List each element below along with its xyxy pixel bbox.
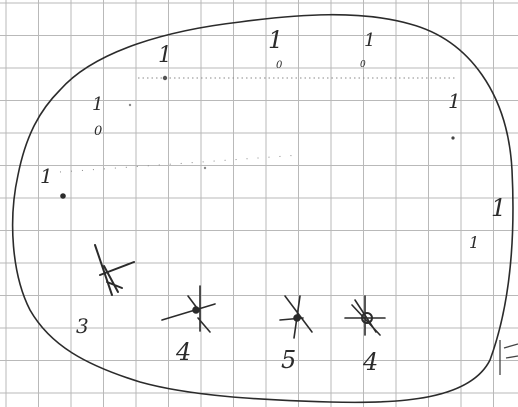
star-mark-2 bbox=[280, 296, 312, 338]
oval-outline bbox=[13, 15, 513, 403]
label-bottom-1: 4 bbox=[175, 338, 191, 366]
star-mark-3 bbox=[345, 296, 385, 335]
label-upper-right: 1 bbox=[448, 89, 461, 113]
label-upper-left: 1 bbox=[92, 94, 103, 115]
label-top-right-sub: 0 bbox=[360, 60, 366, 70]
label-top-left: 1 bbox=[158, 43, 172, 68]
label-top-right: 1 bbox=[364, 30, 375, 51]
dot bbox=[451, 136, 454, 139]
star-mark-left bbox=[95, 245, 134, 295]
label-upper-left-sub: 0 bbox=[94, 124, 102, 139]
label-bottom-2: 5 bbox=[281, 346, 296, 374]
dot bbox=[129, 104, 131, 106]
dotted-guide-mid bbox=[60, 155, 300, 172]
label-mid-left: 1 bbox=[40, 164, 53, 188]
label-bottom-left: 3 bbox=[76, 314, 89, 338]
star-mark-1 bbox=[162, 286, 215, 332]
label-right-1: 1 bbox=[491, 194, 506, 222]
label-right-2: 1 bbox=[469, 233, 479, 252]
label-bottom-3: 4 bbox=[362, 348, 378, 376]
dot bbox=[163, 76, 167, 80]
label-top-mid-sub: 0 bbox=[276, 60, 283, 71]
corner-doodle bbox=[500, 340, 518, 375]
label-top-mid: 1 bbox=[268, 26, 283, 54]
dot bbox=[60, 193, 66, 199]
dot bbox=[204, 167, 206, 169]
